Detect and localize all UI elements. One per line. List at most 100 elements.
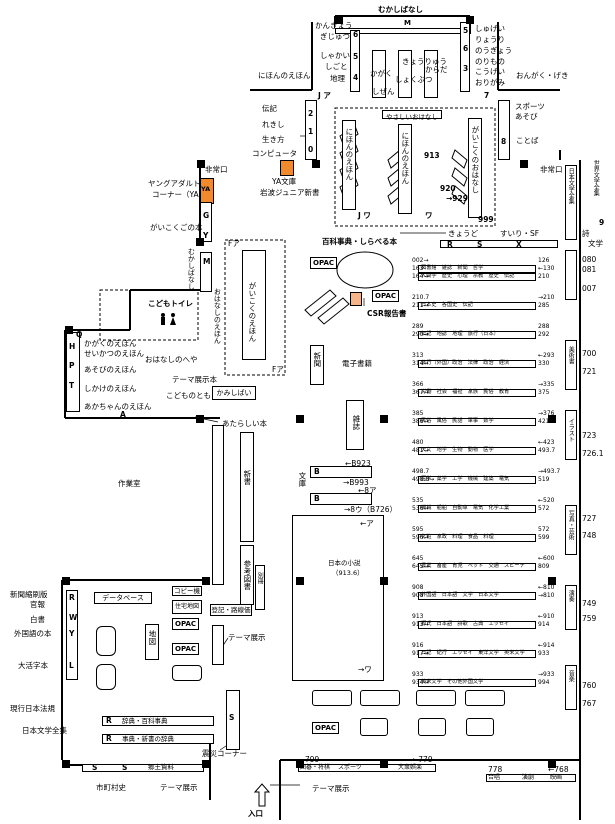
hijouguchi-left: 非常口 [205,165,228,174]
aisle-row-end: →210 [538,294,555,301]
database-desk[interactable]: データベース [94,592,152,604]
label-seikatsu: 生き方 [262,135,285,144]
label-origami: おりがみ [475,78,505,87]
pillar [380,760,388,768]
letter-y: Y [203,231,209,240]
opac-desk-2[interactable] [360,690,400,706]
opac-terminal-1[interactable]: OPAC [310,257,337,269]
label-sports: スポーツ [515,102,545,111]
shelf-nihon-ehon-2 [398,124,412,214]
label-csr: CSR報告書 [367,309,407,318]
opac-desk-1[interactable] [312,690,352,706]
letter-b2: B [314,494,320,503]
aisle-shelf-categories: 外国語 日本語 文学 日本文学 [421,592,499,598]
aisle-row-end: 599 [538,534,550,541]
label-chizu: 地図 [147,630,157,645]
aisle-row-end: →493.7 [538,468,561,475]
label-gasshou: 合唱 [488,774,501,781]
label-080: 080 [582,255,597,264]
pillar [296,577,304,585]
aisle-row-start: 313 [412,352,424,359]
label-ongaku: おんがく・げき [516,71,569,80]
pillar [197,160,205,168]
table-5 [360,718,388,736]
opac-terminal-5[interactable]: OPAC [172,643,199,655]
aisle-row-end: 572 [538,505,550,512]
label-sekai-zenshu: 世界文学全集 [592,160,600,196]
label-shakai: しゃかい [320,51,350,60]
aisle-row-start: 535 [412,497,424,504]
label-727: 727 [582,514,597,523]
label-b993: →B993 [343,478,369,487]
letter-g: G [203,211,210,220]
shelf-700 [565,340,577,390]
label-kanpou: 官報 [30,600,45,609]
label-kyoudo-shiryou: 郷土資料 [148,763,174,771]
label-eiga: 映画 [550,774,563,781]
shelf-shinsho [240,432,254,542]
label-shinbun-shukusatsu: 新聞縮刷版 [10,590,48,599]
shelf-727 [565,505,577,555]
shelf-right-top [565,165,577,240]
label-theme-bottom: テーマ展示 [312,784,350,793]
label-zasshi: 雑誌 [351,415,361,430]
pillar [296,415,304,423]
label-shikake: しかけのえほん [84,384,137,393]
opac-terminal-4[interactable]: OPAC [172,618,199,630]
label-genkou: 現行日本法規 [10,704,55,713]
opac-terminal-3[interactable]: OPAC [312,722,339,734]
letter-r-left: R [69,593,75,602]
label-shinsho: 新書 [242,470,252,485]
shelf-nihon-ehon-1 [342,120,356,210]
label-767: 767 [582,699,597,708]
nihon-shosetsu-area [292,515,384,681]
aisle-row-start: 498.8→ [412,476,435,483]
toilet-label: こどもトイレ [148,299,193,308]
label-igo: 囲碁・将棋 [300,764,331,771]
label-illust: イラスト [567,418,575,442]
shelf-723 [565,410,577,460]
label-seikatsuno: せいかつのえほん [84,349,144,358]
ya-bunko-label: YA文庫 [272,177,297,186]
letter-t: T [69,381,75,390]
aisle-row-start: 908 [412,592,424,599]
aisle-row-end: ←423 [538,439,555,446]
pillar [296,760,304,768]
label-778: 778 [488,765,503,774]
aisle-shelf [418,360,536,368]
letter-p: P [69,361,75,370]
aisle-shelf-categories: 英米文学 その他外国文学 [421,679,484,685]
aisle-row-start: 933 [412,671,424,678]
pillar [196,415,204,423]
label-b923: ←B923 [345,459,371,468]
shelf-left-column [212,425,224,585]
aisle-shelf-categories: 農業 畜産 育児 ペット 交通 スピーチ [421,563,525,569]
aisle-shelf-categories: 民俗 風俗 民話 軍事 数学 [421,418,494,424]
aisle-row-end: 375 [538,389,550,396]
shelf-letter-m: M [404,19,411,27]
label-b8u: →8ウ（B726） [344,505,398,514]
label-theme-left: テーマ展示 [228,633,266,642]
label-shashin: 写真・芸術 [567,510,575,540]
shelf-number: 0 [308,145,314,154]
label-sanko: 参考図書 [242,560,252,590]
opac-desk-3[interactable] [416,690,456,706]
shelf-column-210 [305,100,317,160]
copy-machine[interactable]: コピー機 [172,586,202,596]
pillar [380,415,388,423]
label-hakusho: 白書 [30,615,45,624]
label-999: 999 [478,215,494,224]
label-entrance[interactable]: 入口 [248,809,263,818]
label-wa-arrow: →ワ [358,665,372,674]
aisle-row-end: 572 [538,526,550,533]
pillar [548,415,556,423]
aisle-row-start: 002→ [412,257,429,264]
opac-desk-4[interactable] [465,690,505,706]
aisle-row-start: 386→ [412,418,429,425]
top-shelf [335,28,471,34]
stack-kyouryuu [398,50,412,98]
label-748: 748 [582,531,597,540]
label-721: 721 [582,367,597,376]
opac-terminal-2[interactable]: OPAC [372,290,399,302]
csr-shelf [350,292,362,306]
